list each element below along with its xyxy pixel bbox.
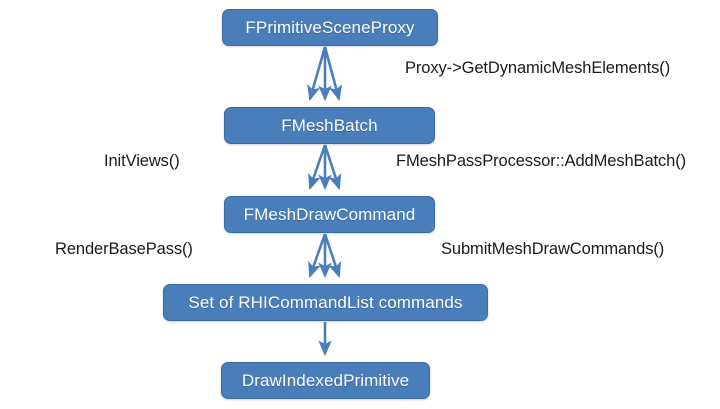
edge-label-add-mesh-batch: FMeshPassProcessor::AddMeshBatch() [396, 152, 687, 170]
node-fmeshbatch[interactable]: FMeshBatch [224, 107, 435, 144]
edge-label-render-base-pass: RenderBasePass() [55, 240, 193, 258]
node-label: Set of RHICommandList commands [188, 292, 463, 312]
node-label: FMeshDrawCommand [243, 204, 416, 224]
node-fprimitivesceneproxy[interactable]: FPrimitiveSceneProxy [222, 9, 438, 46]
node-label: DrawIndexedPrimitive [241, 370, 410, 390]
connector-batch-to-drawcommand [308, 144, 342, 191]
edge-label-submit-mesh-draw-commands: SubmitMeshDrawCommands() [441, 240, 665, 258]
node-rhicommandlist[interactable]: Set of RHICommandList commands [163, 284, 488, 321]
node-label: FPrimitiveSceneProxy [245, 17, 415, 37]
node-fmeshdrawcommand[interactable]: FMeshDrawCommand [224, 196, 435, 233]
connector-proxy-to-batch [307, 46, 343, 102]
connector-drawcommand-to-rhi [308, 233, 342, 279]
node-drawindexedprimitive[interactable]: DrawIndexedPrimitive [221, 362, 430, 399]
node-label: FMeshBatch [281, 115, 378, 135]
edge-label-get-dynamic-mesh-elements: Proxy->GetDynamicMeshElements() [405, 59, 671, 77]
edge-label-init-views: InitViews() [104, 152, 180, 170]
